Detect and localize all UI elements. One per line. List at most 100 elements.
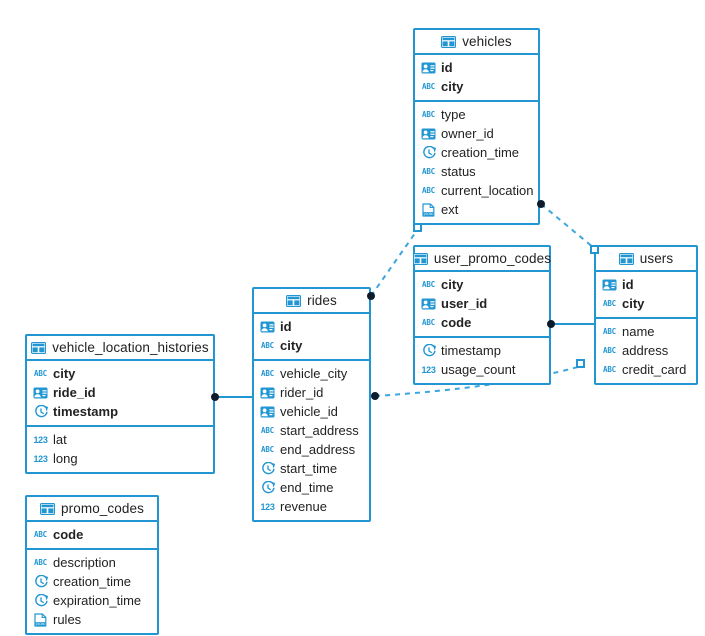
column-row[interactable]: ride_id xyxy=(27,383,213,402)
table-header-vehicle_location_histories[interactable]: vehicle_location_histories xyxy=(27,336,213,361)
id-card-icon xyxy=(260,386,275,400)
column-row[interactable]: id xyxy=(415,58,538,77)
json-document-icon: JSON xyxy=(33,612,48,627)
table-header-user_promo_codes[interactable]: user_promo_codes xyxy=(412,247,552,272)
column-name: start_address xyxy=(280,423,359,438)
column-name: creation_time xyxy=(53,574,132,589)
table-grid-icon xyxy=(40,502,56,516)
abc-string-icon: ABC xyxy=(422,280,435,289)
number-123-icon: 123 xyxy=(33,453,48,464)
column-row[interactable]: id xyxy=(254,317,369,336)
abc-string-icon: ABC xyxy=(261,426,274,435)
column-row[interactable]: 123 usage_count xyxy=(415,360,549,379)
column-name: expiration_time xyxy=(53,593,142,608)
column-row[interactable]: timestamp xyxy=(415,341,549,360)
column-name: long xyxy=(53,451,78,466)
column-row[interactable]: ABC start_address xyxy=(254,421,369,440)
abc-string-icon: ABC xyxy=(34,558,47,567)
table-header-rides[interactable]: rides xyxy=(254,289,369,314)
column-row[interactable]: vehicle_id xyxy=(254,402,369,421)
table-header-promo_codes[interactable]: promo_codes xyxy=(27,497,157,522)
column-row[interactable]: ABC credit_card xyxy=(596,360,696,379)
abc-string-icon: ABC xyxy=(422,167,435,176)
column-name: id xyxy=(622,277,634,292)
number-123-icon: 123 xyxy=(421,364,436,375)
column-row[interactable]: rider_id xyxy=(254,383,369,402)
column-row[interactable]: JSON rules xyxy=(27,610,157,629)
relationship-endpoint-dot xyxy=(367,292,375,300)
table-grid-icon xyxy=(31,341,47,355)
column-row[interactable]: expiration_time xyxy=(27,591,157,610)
table-name: rides xyxy=(307,293,337,308)
column-row[interactable]: timestamp xyxy=(27,402,213,421)
column-row[interactable]: creation_time xyxy=(415,143,538,162)
column-name: address xyxy=(622,343,669,358)
table-grid-icon xyxy=(286,294,302,308)
id-card-icon xyxy=(260,320,275,334)
column-name: revenue xyxy=(280,499,327,514)
clock-icon xyxy=(260,461,275,476)
abc-string-icon: ABC xyxy=(261,445,274,454)
column-row[interactable]: id xyxy=(596,275,696,294)
column-name: credit_card xyxy=(622,362,687,377)
column-row[interactable]: owner_id xyxy=(415,124,538,143)
abc-string-icon: ABC xyxy=(603,365,616,374)
column-name: vehicle_id xyxy=(280,404,338,419)
connector-vehicles-users xyxy=(540,203,595,249)
column-row[interactable]: end_time xyxy=(254,478,369,497)
column-row[interactable]: ABC current_location xyxy=(415,181,538,200)
column-row[interactable]: ABC address xyxy=(596,341,696,360)
clock-icon xyxy=(421,343,436,358)
table-header-vehicles[interactable]: vehicles xyxy=(415,30,538,55)
table-grid-icon xyxy=(618,252,634,266)
clock-icon xyxy=(421,145,436,160)
column-name: current_location xyxy=(441,183,534,198)
abc-string-icon: ABC xyxy=(261,369,274,378)
table-header-users[interactable]: users xyxy=(596,247,696,272)
abc-string-icon: ABC xyxy=(422,110,435,119)
column-name: rules xyxy=(53,612,82,627)
clock-icon xyxy=(260,480,275,495)
column-name: usage_count xyxy=(441,362,516,377)
column-row[interactable]: 123 long xyxy=(27,449,213,468)
column-name: lat xyxy=(53,432,67,447)
abc-string-icon: ABC xyxy=(261,341,274,350)
column-name: owner_id xyxy=(441,126,494,141)
column-row[interactable]: start_time xyxy=(254,459,369,478)
column-row[interactable]: user_id xyxy=(415,294,549,313)
abc-string-icon: ABC xyxy=(34,530,47,539)
table-name: user_promo_codes xyxy=(433,251,552,266)
abc-string-icon: ABC xyxy=(603,346,616,355)
abc-string-icon: ABC xyxy=(422,186,435,195)
column-row[interactable]: creation_time xyxy=(27,572,157,591)
